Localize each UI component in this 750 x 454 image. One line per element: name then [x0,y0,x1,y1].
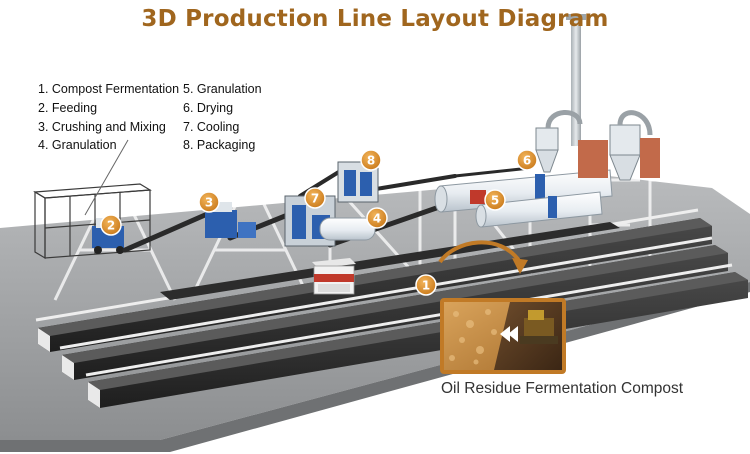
svg-text:5: 5 [491,194,499,208]
rotary-dryers [434,169,613,228]
step-markers: 1 2 3 4 5 6 7 [100,149,538,296]
legend-item-1: 1. Compost Fermentation [38,82,180,96]
legend-item-6: 6. Drying [183,101,234,115]
svg-text:4: 4 [373,212,381,226]
flow-arrow-head [512,258,528,274]
compost-windrows [35,208,748,408]
crusher-mixer [205,202,256,238]
marker-3: 3 [198,191,220,213]
legend-item-7: 7. Cooling [183,120,240,134]
dust-removal-system [535,14,660,181]
marker-8: 8 [360,149,382,171]
legend-item-2: 2. Feeding [38,101,98,115]
compost-inset [440,298,566,374]
svg-text:8: 8 [367,154,375,168]
chevron-right-icon [500,326,510,342]
legend-item-3: 3. Crushing and Mixing [38,120,166,134]
svg-text:6: 6 [523,154,531,168]
inset-caption: Oil Residue Fermentation Compost [441,380,684,397]
svg-text:2: 2 [107,219,115,233]
legend-pointer-line [84,139,129,216]
marker-6: 6 [516,149,538,171]
marker-5: 5 [484,189,506,211]
chevron-right-icon [508,326,518,342]
flow-arrow [438,240,522,264]
compost-turner-machine [520,310,558,344]
legend-item-8: 8. Packaging [183,138,256,152]
marker-7: 7 [304,187,326,209]
packaging-station [312,258,356,295]
svg-text:1: 1 [422,279,430,293]
marker-4: 4 [366,207,388,229]
marker-2: 2 [100,214,122,236]
legend-item-4: 4. Granulation [38,138,117,152]
legend-item-5: 5. Granulation [183,82,262,96]
conveyor-trough [160,222,620,300]
diagram-title: 3D Production Line Layout Diagram [141,6,609,32]
svg-text:7: 7 [311,192,319,206]
svg-text:3: 3 [205,196,213,210]
granulation-structure [284,161,379,247]
marker-1: 1 [415,274,437,296]
